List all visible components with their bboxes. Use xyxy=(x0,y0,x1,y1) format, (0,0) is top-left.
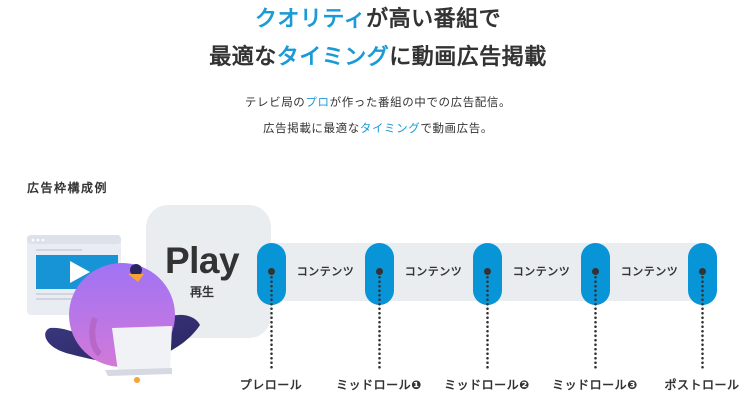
slot-marker-dot xyxy=(699,268,706,275)
content-segment-label: コンテンツ xyxy=(512,265,571,278)
slot-label-preroll: プレロール xyxy=(239,378,303,392)
dotted-connector xyxy=(594,275,597,369)
subtext-text: テレビ局の xyxy=(244,95,306,109)
slot-label-postroll: ポストロール xyxy=(664,378,740,392)
headline-text: が高い番組で xyxy=(366,7,502,32)
play-sub-label: 再生 xyxy=(189,285,214,299)
content-segment-label: コンテンツ xyxy=(620,265,679,278)
headline-highlight: クオリティ xyxy=(254,7,367,32)
subtext-line-1: テレビ局のプロが作った番組の中での広告配信。 xyxy=(0,94,756,110)
section-label: 広告枠構成例 xyxy=(27,181,109,195)
subtext-highlight: プロ xyxy=(305,95,330,109)
dotted-connector xyxy=(701,275,704,369)
slot-label-midroll-2: ミッドロール❷ xyxy=(444,378,530,392)
headline-highlight: タイミング xyxy=(276,45,390,70)
headline-line-1: クオリティが高い番組で xyxy=(0,5,756,35)
subtext-line-2: 広告掲載に最適なタイミングで動画広告。 xyxy=(0,120,756,136)
content-segment-label: コンテンツ xyxy=(404,265,463,278)
slot-label-midroll-1: ミッドロール❶ xyxy=(336,378,422,392)
headline-line-2: 最適なタイミングに動画広告掲載 xyxy=(0,43,756,73)
headline-text: に動画広告掲載 xyxy=(389,45,547,70)
person-with-laptop-illustration xyxy=(27,235,201,383)
slot-marker-dot xyxy=(376,268,383,275)
subtext-text: が作った番組の中での広告配信。 xyxy=(329,95,512,109)
play-label: Play xyxy=(164,240,240,281)
subtext-text: で動画広告。 xyxy=(420,121,493,135)
dotted-connector xyxy=(378,275,381,369)
slot-marker-dot xyxy=(268,268,275,275)
dotted-connector xyxy=(270,275,273,369)
slot-marker-dot xyxy=(484,268,491,275)
headline-text: 最適な xyxy=(209,45,277,70)
content-segment-label: コンテンツ xyxy=(296,265,355,278)
slot-marker-dot xyxy=(592,268,599,275)
subtext-highlight: タイミング xyxy=(359,121,421,135)
dotted-connector xyxy=(486,275,489,369)
slot-label-midroll-3: ミッドロール❸ xyxy=(552,378,638,392)
subtext-text: 広告掲載に最適な xyxy=(263,121,360,135)
